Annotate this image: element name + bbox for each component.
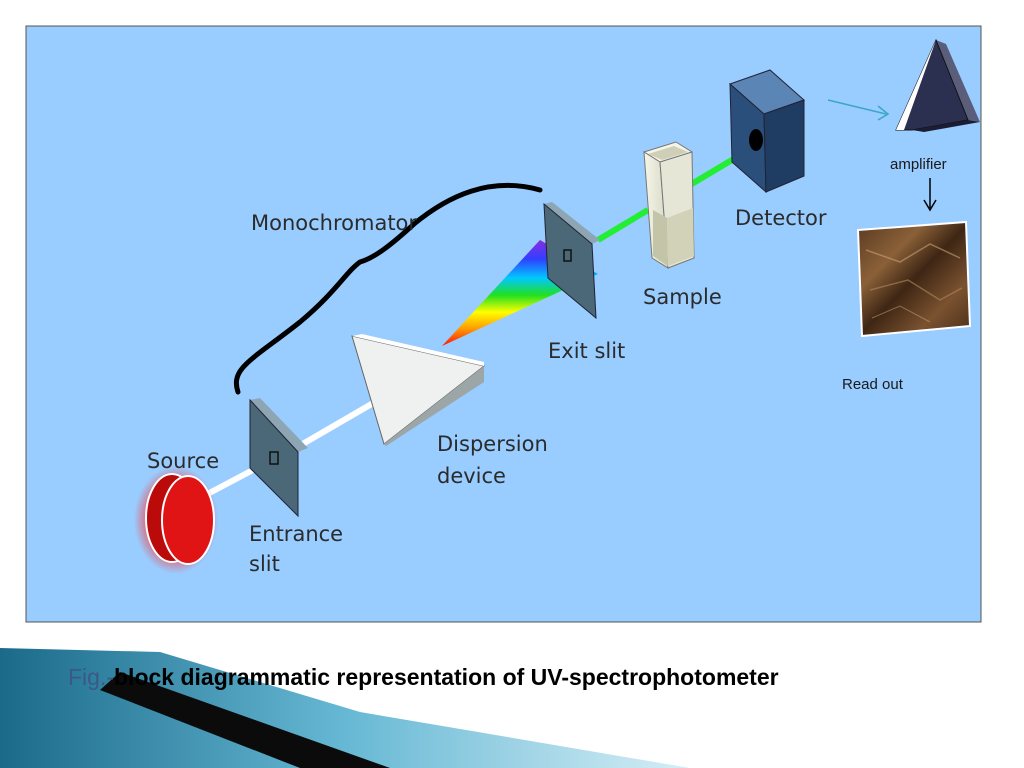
sample-cuvette [642, 141, 695, 269]
caption-prefix: Fig.- [68, 664, 114, 690]
source-lamp-icon [134, 466, 218, 574]
beam-exit-to-sample [596, 207, 650, 243]
label-dispersion-line1: Dispersion [437, 432, 548, 456]
figure-caption: Fig.-block diagrammatic representation o… [68, 664, 779, 691]
label-detector: Detector [735, 206, 827, 230]
label-entrance-slit-line2: slit [249, 552, 280, 576]
label-amplifier: amplifier [890, 156, 947, 173]
amplifier-prism-icon [895, 38, 980, 132]
label-entrance-slit-line1: Entrance [249, 522, 343, 546]
dispersion-prism [351, 334, 486, 446]
decorative-swoosh [0, 648, 690, 768]
arrow-amplifier-to-readout [923, 178, 937, 212]
diagram-panel [25, 25, 982, 623]
arrow-detector-to-amplifier [827, 99, 890, 121]
entrance-slit-plate [249, 398, 308, 518]
exit-slit-plate [543, 202, 600, 320]
label-sample: Sample [643, 285, 722, 309]
detector-box [729, 69, 805, 194]
caption-text: block diagrammatic representation of UV-… [114, 664, 779, 690]
label-monochromator: Monochromator [251, 211, 417, 235]
monochromator-brace [234, 182, 543, 395]
label-exit-slit: Exit slit [548, 339, 625, 363]
label-dispersion-line2: device [437, 464, 506, 488]
readout-block-icon [856, 220, 972, 338]
label-read-out: Read out [842, 376, 904, 393]
label-source: Source [147, 449, 219, 473]
